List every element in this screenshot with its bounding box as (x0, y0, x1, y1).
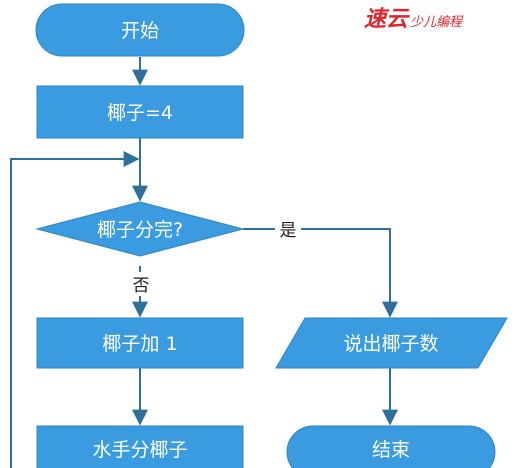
decision-shape (35, 201, 245, 257)
node-distribute-label: 水手分椰子 (92, 439, 187, 461)
node-decision-label: 椰子分完? (97, 219, 183, 241)
io-shape (275, 317, 508, 369)
terminator-shape (286, 425, 496, 468)
node-output: 说出椰子数 (275, 317, 508, 369)
edge-decision-yes-to-output (243, 228, 398, 318)
process-shape (36, 425, 244, 468)
node-decision: 椰子分完? (35, 201, 245, 257)
node-end-label: 结束 (372, 439, 410, 461)
node-init-label: 椰子=4 (107, 102, 173, 124)
edge-loop-back (10, 151, 140, 468)
brand-logo: 速云 少儿编程 (364, 6, 464, 32)
terminator-shape (35, 3, 245, 57)
node-init: 椰子=4 (36, 85, 244, 139)
edge-label-no: 否 (133, 276, 150, 296)
yes-label-bg (275, 218, 301, 240)
node-increment-label: 椰子加 1 (102, 333, 177, 355)
node-increment: 椰子加 1 (36, 317, 244, 369)
no-label-bg (128, 272, 154, 296)
node-start-label: 开始 (121, 20, 159, 42)
edge-label-yes: 是 (280, 221, 297, 241)
node-end: 结束 (286, 425, 496, 468)
process-shape (36, 317, 244, 369)
logo-sub-text: 少儿编程 (410, 15, 464, 30)
node-distribute: 水手分椰子 (36, 425, 244, 468)
logo-main-text: 速云 (364, 6, 410, 32)
process-shape (36, 85, 244, 139)
node-start: 开始 (35, 3, 245, 57)
node-output-label: 说出椰子数 (343, 333, 438, 355)
